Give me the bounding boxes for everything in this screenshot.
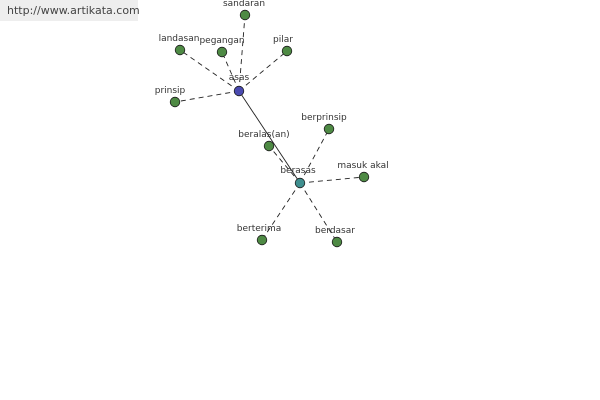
node-label-beralas_an[interactable]: beralas(an) [238,130,289,140]
node-berprinsip[interactable] [323,123,335,135]
node-label-berasas[interactable]: berasas [280,166,316,176]
node-asas[interactable] [233,85,245,97]
node-prinsip[interactable] [169,96,181,108]
node-label-pegangan[interactable]: pegangan [199,36,244,46]
node-label-berprinsip[interactable]: berprinsip [301,113,347,123]
edge-berasas-berterima [261,182,301,241]
edge-asas-pegangan [221,51,240,92]
edge-asas-landasan [179,49,240,92]
source-url-text[interactable]: http://www.artikata.com [7,4,140,17]
node-masuk_akal[interactable] [358,171,370,183]
edge-berasas-berprinsip [299,128,330,184]
node-pegangan[interactable] [216,46,228,58]
node-pilar[interactable] [281,45,293,57]
node-label-berterima[interactable]: berterima [237,224,282,234]
node-berasas[interactable] [294,177,306,189]
edge-berasas-berdasar [299,182,338,243]
node-beralas_an[interactable] [263,140,275,152]
edge-berasas-beralas_an [268,145,301,184]
node-label-pilar[interactable]: pilar [273,35,293,45]
edge-asas-pilar [238,50,288,92]
node-layer [169,9,370,248]
edge-berasas-masuk_akal [299,176,365,184]
node-label-masuk_akal[interactable]: masuk akal [337,161,388,171]
edge-asas-sandaran [238,14,246,92]
node-label-sandaran[interactable]: sandaran [223,0,265,9]
node-label-landasan[interactable]: landasan [159,34,200,44]
node-berterima[interactable] [256,234,268,246]
edge-asas-prinsip [174,90,240,103]
node-berdasar[interactable] [331,236,343,248]
edge-asas-berasas [238,90,301,184]
node-label-asas[interactable]: asas [229,73,250,83]
node-sandaran[interactable] [239,9,251,21]
node-landasan[interactable] [174,44,186,56]
edge-layer [174,14,365,243]
node-label-prinsip[interactable]: prinsip [155,86,186,96]
source-url-banner[interactable]: http://www.artikata.com [0,0,140,21]
node-label-berdasar[interactable]: berdasar [315,226,355,236]
